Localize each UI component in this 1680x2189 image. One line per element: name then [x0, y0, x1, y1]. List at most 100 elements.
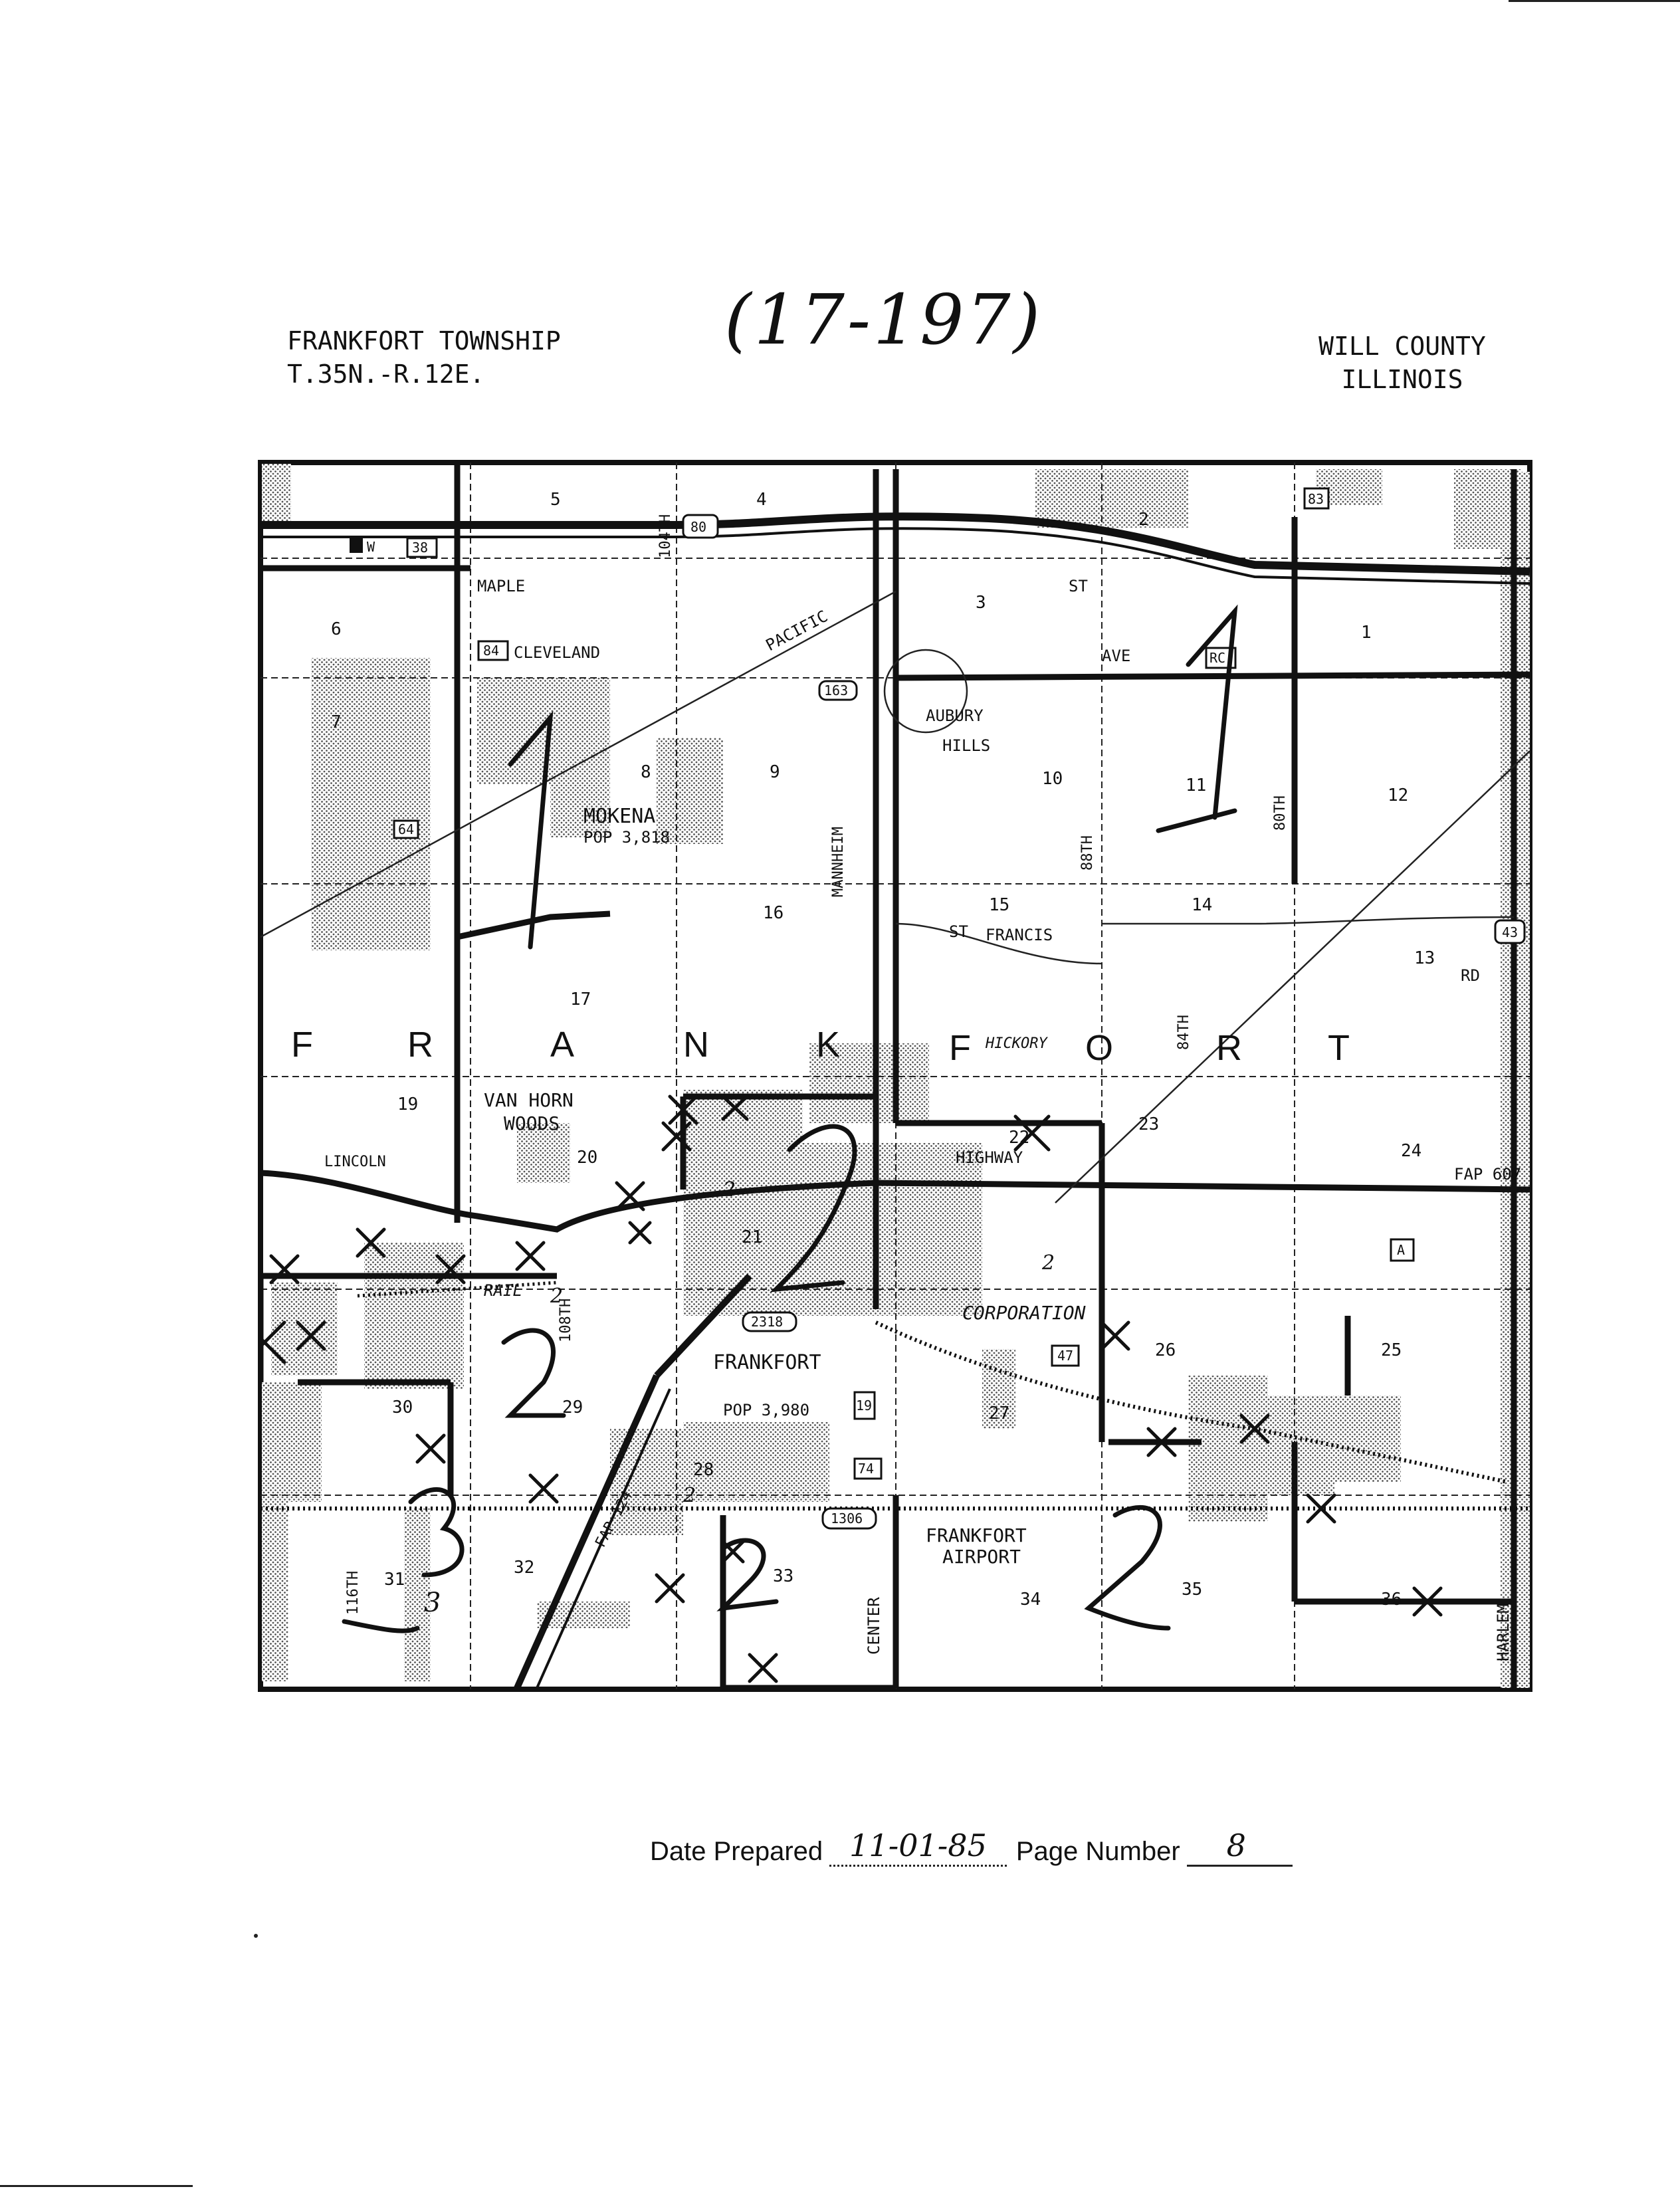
svg-text:43: 43 — [1502, 924, 1518, 940]
road-label: CENTER — [865, 1597, 883, 1655]
route-shield: 163 — [818, 680, 858, 701]
date-prepared-label: Date Prepared — [650, 1837, 823, 1866]
handwritten-number: 3 — [424, 1588, 441, 1618]
place-name: HILLS — [942, 736, 990, 755]
route-shield: A — [1390, 1238, 1415, 1262]
svg-text:1306: 1306 — [831, 1511, 863, 1526]
section-label: 2 — [1138, 510, 1149, 530]
township-letter: R — [407, 1025, 433, 1065]
railroad — [261, 1281, 1530, 1511]
section-label: 36 — [1381, 1590, 1402, 1610]
section-label: 4 — [756, 490, 767, 510]
section-label: 8 — [641, 762, 651, 782]
svg-text:RC: RC — [1209, 650, 1225, 666]
route-shield: 64 — [393, 819, 419, 839]
place-population: POP 3,818 — [583, 828, 670, 847]
township-letter: F — [949, 1028, 971, 1068]
place-names: MOKENA POP 3,818 FRANKFORT POP 3,980 AUB… — [484, 706, 1086, 1568]
section-label: 16 — [763, 903, 784, 923]
section-label: 31 — [384, 1570, 405, 1590]
route-shield: 19 — [853, 1391, 876, 1420]
road-label: ST — [1069, 577, 1088, 595]
route-shields: 80 38 84 163 64 RC 83 2318 47 19 74 1306… — [350, 487, 1526, 1530]
township-letter: O — [1085, 1028, 1113, 1068]
svg-text:74: 74 — [858, 1461, 874, 1477]
township-letter: N — [683, 1025, 709, 1065]
road-label: CLEVELAND — [514, 643, 600, 662]
route-shield: 47 — [1051, 1344, 1080, 1367]
date-prepared-value: 11-01-85 — [829, 1827, 1007, 1867]
section-label: 34 — [1020, 1590, 1041, 1610]
road-label: 84TH — [1176, 1015, 1192, 1050]
road-label: PACIFIC — [763, 607, 831, 655]
route-shield: 83 — [1303, 487, 1330, 510]
section-label: 12 — [1388, 785, 1408, 805]
road-label: 108TH — [558, 1299, 574, 1342]
handwritten-number: 2 — [1041, 1251, 1055, 1275]
section-label: 11 — [1186, 776, 1206, 795]
place-name: WOODS — [504, 1112, 560, 1134]
section-label: 14 — [1192, 895, 1212, 915]
section-label: 5 — [550, 490, 561, 510]
route-shield: 43 — [1494, 919, 1526, 944]
svg-text:19: 19 — [856, 1398, 872, 1413]
route-shield: 84 — [477, 640, 509, 661]
section-label: 6 — [331, 619, 342, 639]
road-label: RAIL — [484, 1281, 522, 1300]
township-letter: K — [816, 1025, 840, 1065]
section-label: 1 — [1361, 623, 1372, 643]
scan-speck — [254, 1934, 258, 1938]
section-label: 30 — [392, 1398, 413, 1417]
road-label: 80TH — [1272, 795, 1289, 831]
road-label: FAP 607 — [1454, 1165, 1521, 1184]
state-name: ILLINOIS — [1341, 365, 1463, 394]
place-population: POP 3,980 — [723, 1401, 809, 1419]
place-name: AIRPORT — [942, 1546, 1021, 1568]
place-name: FRANKFORT — [713, 1351, 821, 1374]
township-header: FRANKFORT TOWNSHIP T.35N.-R.12E. — [287, 324, 561, 391]
road-label: MANNHEIM — [830, 827, 847, 897]
section-label: 24 — [1401, 1141, 1421, 1161]
township-name: FRANKFORT TOWNSHIP — [287, 326, 561, 356]
svg-text:47: 47 — [1057, 1348, 1073, 1364]
place-name: FRANKFORT — [926, 1524, 1027, 1546]
county-name: WILL COUNTY — [1318, 332, 1486, 361]
section-label: 33 — [773, 1566, 793, 1586]
road-label: LINCOLN — [324, 1154, 386, 1170]
interstate-80 — [261, 512, 1530, 585]
township-range: T.35N.-R.12E. — [287, 360, 485, 389]
svg-text:W: W — [367, 539, 375, 555]
section-label: 35 — [1182, 1580, 1202, 1600]
place-name: VAN HORN — [484, 1089, 574, 1111]
svg-text:64: 64 — [398, 821, 414, 837]
road-label: HIGHWAY — [956, 1148, 1023, 1167]
road-label: MAPLE — [477, 577, 525, 595]
county-header: WILL COUNTY ILLINOIS — [1289, 330, 1515, 396]
handwritten-number: 2 — [722, 1178, 736, 1201]
route-shield: W — [350, 537, 375, 555]
road-label: HARLEM — [1494, 1604, 1513, 1661]
road-label: 104TH — [657, 514, 674, 558]
township-map: 1 2 3 4 5 6 7 8 9 10 11 12 13 14 15 16 1… — [258, 460, 1532, 1692]
place-name: AUBURY — [926, 706, 984, 725]
section-label: 28 — [693, 1460, 714, 1480]
page-number-value: 8 — [1186, 1827, 1293, 1867]
scan-edge-line — [1509, 0, 1680, 2]
township-letter: A — [550, 1025, 574, 1065]
page-number-label: Page Number — [1015, 1837, 1180, 1866]
scan-edge-line — [0, 2185, 193, 2187]
road-label: AVE — [1102, 647, 1130, 665]
section-label: 20 — [577, 1148, 597, 1168]
place-name: MOKENA — [583, 805, 655, 828]
handwritten-marks — [342, 604, 1238, 1633]
svg-text:84: 84 — [483, 643, 499, 659]
thin-lines — [260, 590, 1530, 1203]
handwritten-code: (17-197) — [724, 279, 1043, 360]
section-label: 10 — [1042, 769, 1063, 789]
section-label: 9 — [770, 762, 780, 782]
section-label: 13 — [1414, 948, 1435, 968]
handwritten-number: 2 — [550, 1285, 563, 1308]
township-letter: R — [1216, 1028, 1242, 1068]
township-letter: T — [1328, 1028, 1350, 1068]
road-label: 88TH — [1079, 835, 1096, 871]
